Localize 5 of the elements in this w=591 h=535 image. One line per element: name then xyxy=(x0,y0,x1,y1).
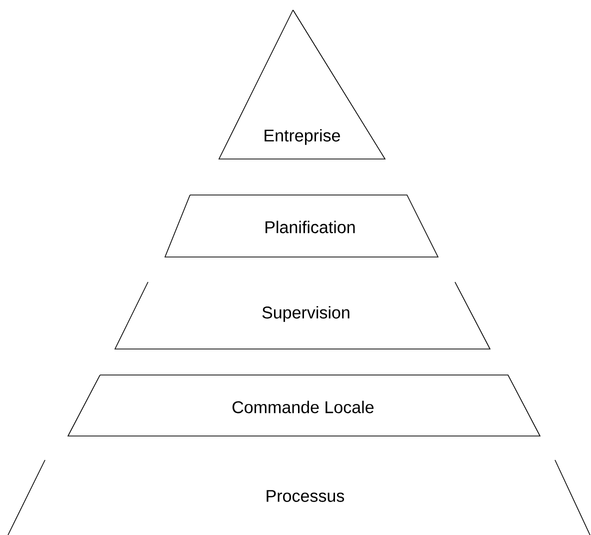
pyramid-level: Commande Locale xyxy=(67,374,541,436)
pyramid-base: Processus xyxy=(8,460,590,535)
pyramid-apex: Entreprise xyxy=(218,9,386,160)
pyramid-level: Supervision xyxy=(114,282,491,350)
pyramid-level: Planification xyxy=(164,194,439,258)
